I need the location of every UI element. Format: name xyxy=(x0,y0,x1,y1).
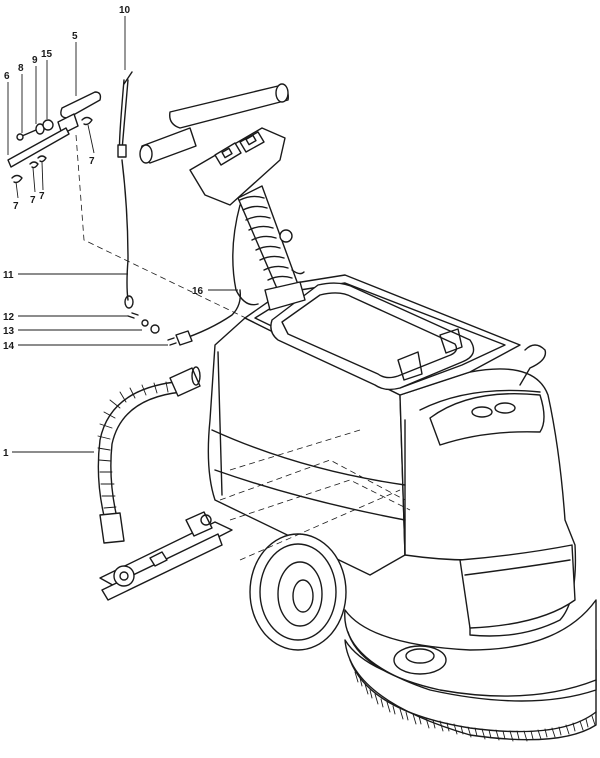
callout-16: 16 xyxy=(192,286,204,297)
callout-7-right: 7 xyxy=(39,191,45,202)
callout-labels: 10 5 6 8 9 15 7 7 7 7 11 16 12 13 14 1 xyxy=(3,5,204,459)
cable-rod xyxy=(117,71,134,309)
callout-9: 9 xyxy=(32,55,38,66)
callout-7-upper: 7 xyxy=(89,156,95,167)
callout-11: 11 xyxy=(3,270,14,281)
callout-7-mid: 7 xyxy=(30,195,36,206)
callout-7-left: 7 xyxy=(13,201,19,212)
hidden-lines xyxy=(219,429,411,561)
suction-hose xyxy=(97,366,201,544)
callout-10: 10 xyxy=(119,5,131,16)
squeegee-assembly xyxy=(99,511,233,601)
handle-column xyxy=(139,83,306,311)
machine-body xyxy=(207,274,577,637)
callout-12: 12 xyxy=(3,312,15,323)
callout-1: 1 xyxy=(3,448,9,459)
callout-5: 5 xyxy=(72,31,78,42)
brush-deck xyxy=(344,599,597,742)
small-parts xyxy=(7,91,251,321)
callout-13: 13 xyxy=(3,326,15,337)
callout-8: 8 xyxy=(18,63,24,74)
callout-15: 15 xyxy=(41,49,53,60)
rear-wheel xyxy=(249,533,347,651)
callout-14: 14 xyxy=(3,341,15,352)
callout-6: 6 xyxy=(4,71,10,82)
leader-lines xyxy=(7,16,238,453)
power-cable xyxy=(127,289,242,346)
